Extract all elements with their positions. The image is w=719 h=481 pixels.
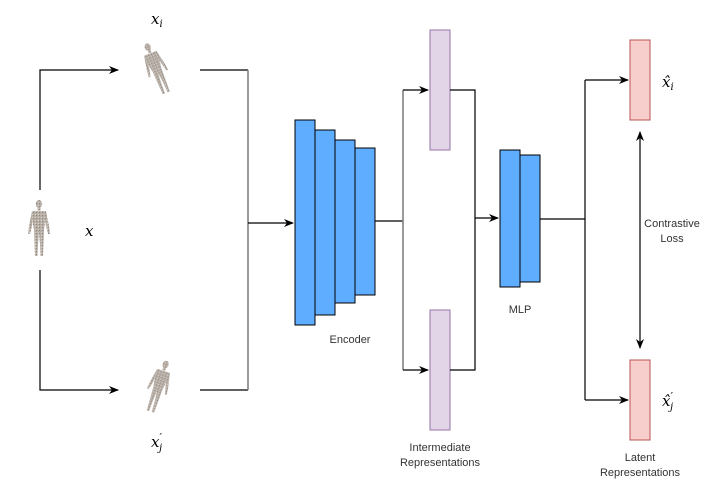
latent-label-line2: Representations [600, 467, 681, 479]
input-xi-figure [136, 39, 176, 97]
input-x-label: x [85, 222, 94, 240]
encoder-layer-2 [314, 129, 336, 316]
latent-xi-label: x̂i [662, 73, 674, 93]
intermediate-label-line2: Representations [400, 457, 481, 469]
merge-bus-2 [450, 89, 476, 371]
human-body-icon [136, 39, 176, 97]
encoder-block [294, 119, 376, 326]
input-xj-label: x′j [151, 431, 162, 454]
edge-x-to-xj [39, 270, 119, 394]
human-body-icon [28, 200, 50, 256]
encoder-label: Encoder [330, 334, 371, 346]
latent-label-line1: Latent [625, 452, 656, 464]
mlp-layer-2 [519, 154, 541, 283]
loss-label-line1: Contrastive [644, 218, 700, 230]
loss-label-line2: Loss [660, 233, 684, 245]
latent-xj-label: x̂′j [662, 390, 673, 413]
encoder-layer-4 [354, 147, 376, 296]
views-to-encoder-edges [200, 69, 294, 391]
input-x-figure [28, 200, 50, 256]
mlp-label: MLP [509, 304, 532, 316]
encoder-layer-3 [334, 139, 356, 304]
latent-representation-j [629, 359, 651, 441]
augmentation-edges [39, 66, 119, 394]
edge-x-to-xi [39, 66, 119, 190]
input-xi-label: xi [151, 10, 163, 30]
encoder-to-intermediate-edges [375, 86, 429, 374]
intermediate-representation-j [429, 309, 451, 431]
mlp-layer-1 [499, 149, 521, 288]
encoder-layer-1 [294, 119, 316, 326]
latent-representation-i [629, 39, 651, 121]
intermediate-to-mlp-edges [450, 89, 499, 371]
intermediate-label-line1: Intermediate [409, 442, 470, 454]
mlp-block [499, 149, 541, 288]
input-xj-figure [140, 357, 177, 415]
human-body-icon [140, 357, 177, 415]
mlp-to-latent-edges [540, 76, 629, 404]
intermediate-representation-i [429, 29, 451, 151]
